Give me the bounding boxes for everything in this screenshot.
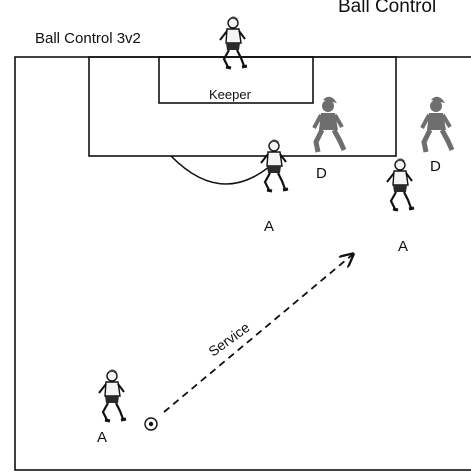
penalty-box xyxy=(88,56,397,157)
penalty-arc xyxy=(170,155,282,185)
defender-label: D xyxy=(316,165,327,182)
field xyxy=(14,56,471,471)
defender-label: D xyxy=(430,158,441,175)
field-boundary xyxy=(14,56,471,471)
ball-icon xyxy=(144,417,158,431)
goal-box xyxy=(158,56,314,104)
attacker-figure xyxy=(385,157,416,212)
drill-title: Ball Control 3v2 xyxy=(35,30,141,47)
attacker-figure xyxy=(97,368,128,423)
attacker-label: A xyxy=(264,218,274,235)
defender-figure xyxy=(314,97,344,152)
attacker-label: A xyxy=(398,238,408,255)
service-arrow xyxy=(163,255,352,413)
keeper-figure xyxy=(218,15,249,70)
clipped-header-title: Ball Control xyxy=(338,0,436,17)
attacker-label: A xyxy=(97,429,107,446)
keeper-label: Keeper xyxy=(209,87,252,102)
service-label: Service xyxy=(205,319,252,360)
attacker-figure xyxy=(259,138,290,193)
defender-figure xyxy=(422,97,452,152)
